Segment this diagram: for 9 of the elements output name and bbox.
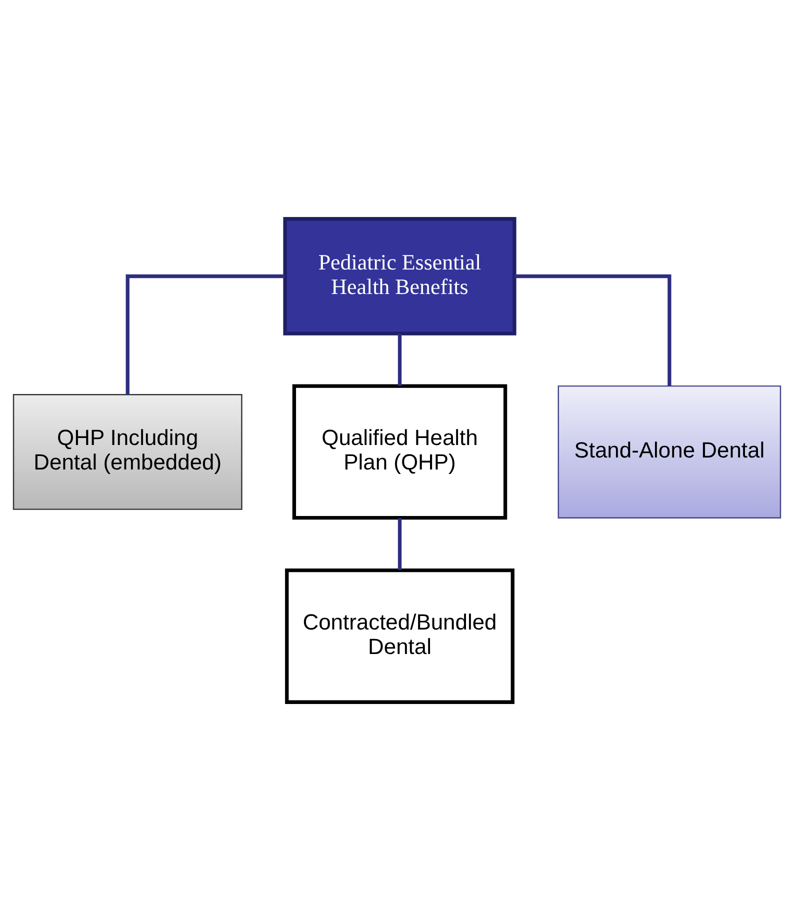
node-box: QHP Including Dental (embedded) [12, 394, 242, 510]
node-box: Pediatric Essential Health Benefits [283, 216, 516, 335]
connector [398, 333, 402, 386]
connector [514, 274, 672, 386]
node-box: Qualified Health Plan (QHP) [292, 384, 508, 520]
node-box: Contracted/Bundled Dental [285, 568, 514, 704]
node-box: Stand-Alone Dental [558, 384, 782, 518]
connector [398, 517, 402, 570]
connector [126, 274, 285, 394]
